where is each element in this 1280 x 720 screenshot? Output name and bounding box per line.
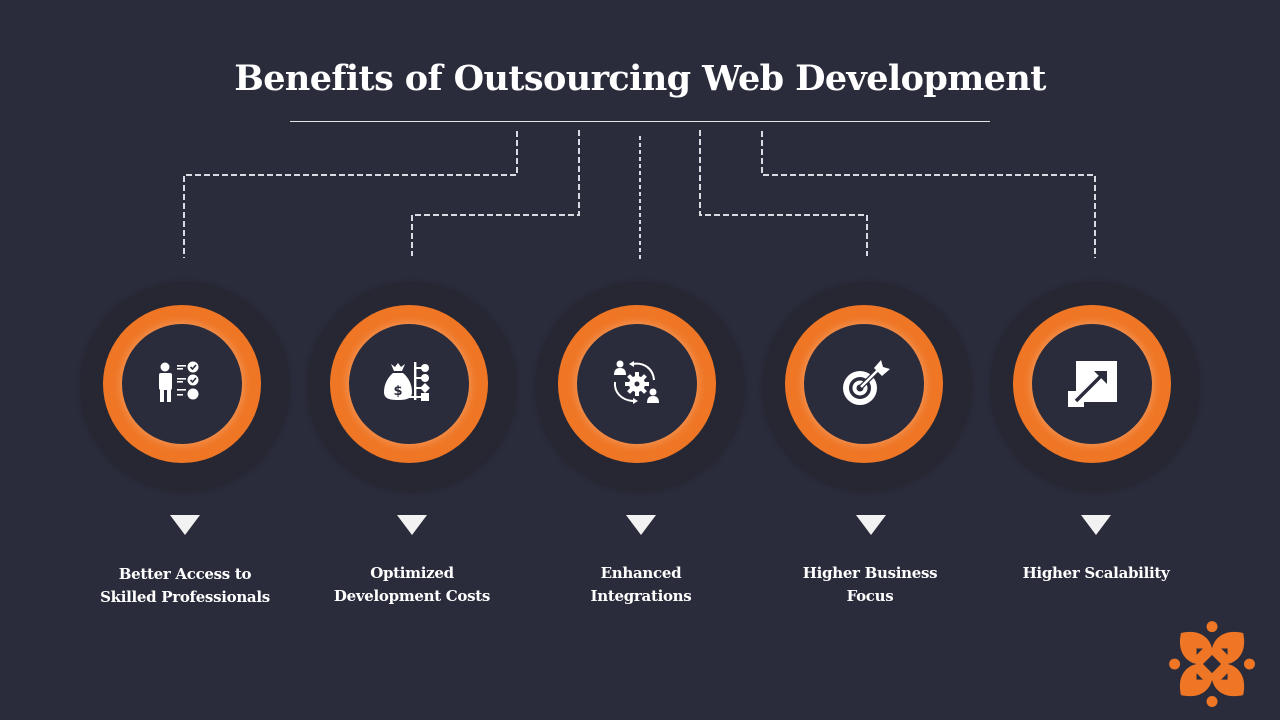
orange-ring bbox=[558, 305, 716, 463]
connector-4 bbox=[699, 130, 868, 256]
orange-ring bbox=[1013, 305, 1171, 463]
icon-disc bbox=[804, 324, 924, 444]
benefit-label-3: Enhanced Integrations bbox=[590, 564, 692, 605]
money-bag-flow-icon: $ bbox=[384, 362, 430, 401]
down-arrow-5 bbox=[1081, 515, 1111, 535]
connector-2 bbox=[411, 130, 580, 256]
benefit-label-1: Better Access to Skilled Professionals bbox=[100, 565, 270, 606]
benefit-node-3 bbox=[535, 282, 745, 492]
benefit-node-5 bbox=[990, 282, 1200, 492]
gear-people-cycle-icon bbox=[613, 360, 659, 404]
title-divider bbox=[290, 121, 990, 122]
benefit-node-4 bbox=[762, 282, 972, 492]
connector-5 bbox=[761, 131, 1096, 258]
benefit-label-4: Higher Business Focus bbox=[802, 564, 938, 605]
icon-disc bbox=[122, 324, 242, 444]
svg-text:$: $ bbox=[393, 384, 402, 399]
professional-checklist-icon bbox=[159, 361, 199, 402]
benefit-node-1 bbox=[80, 282, 290, 492]
orange-ring: $ bbox=[330, 305, 488, 463]
down-arrow-4 bbox=[856, 515, 886, 535]
icon-disc bbox=[577, 324, 697, 444]
benefit-node-2: $ bbox=[307, 282, 517, 492]
down-arrow-1 bbox=[170, 515, 200, 535]
benefit-label-5: Higher Scalability bbox=[1022, 564, 1170, 582]
orange-ring bbox=[103, 305, 261, 463]
orange-ring bbox=[785, 305, 943, 463]
target-arrow-icon bbox=[843, 360, 890, 405]
page-title: Benefits of Outsourcing Web Development bbox=[234, 58, 1046, 99]
orange-star-logo-icon bbox=[1169, 621, 1255, 707]
scale-up-icon bbox=[1068, 361, 1117, 407]
down-arrow-3 bbox=[626, 515, 656, 535]
down-arrow-2 bbox=[397, 515, 427, 535]
icon-disc: $ bbox=[349, 324, 469, 444]
icon-disc bbox=[1032, 324, 1152, 444]
connector-1 bbox=[183, 131, 518, 258]
benefit-label-2: Optimized Development Costs bbox=[333, 564, 491, 605]
